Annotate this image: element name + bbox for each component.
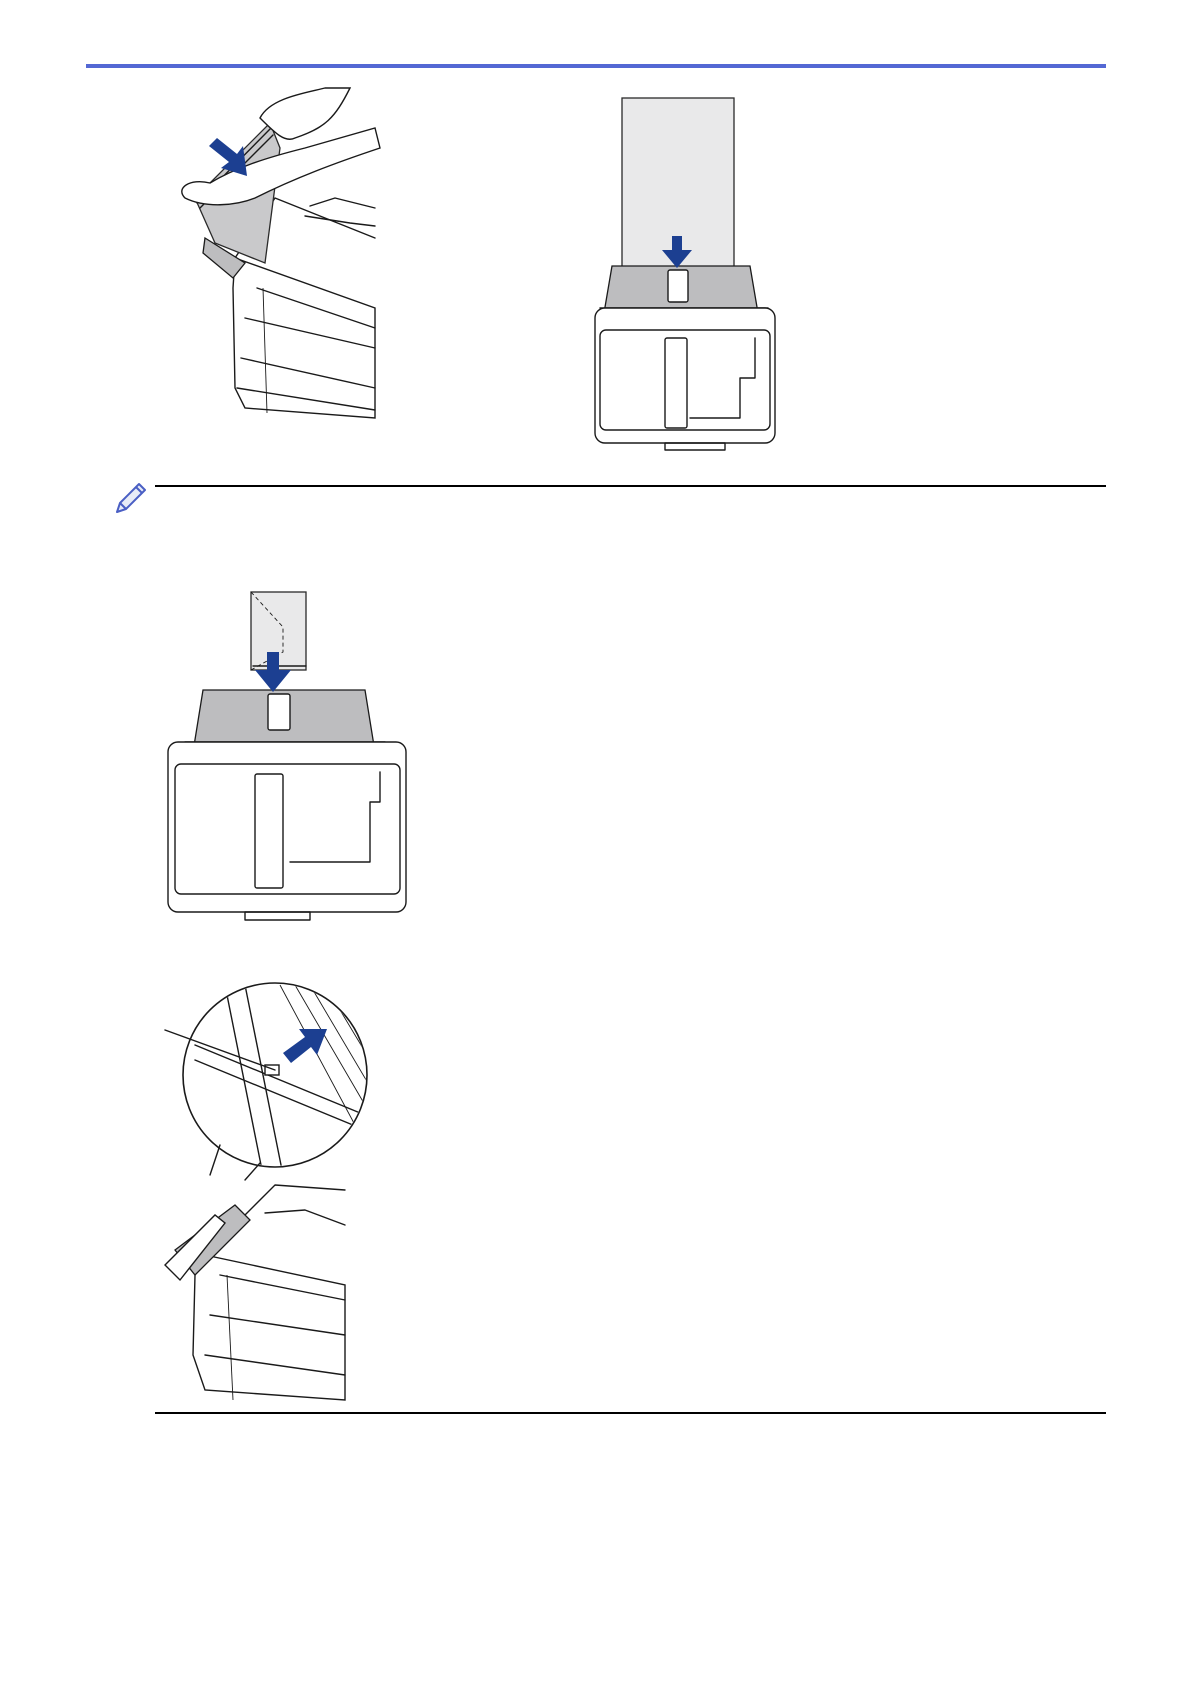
illustration-load-envelope-front bbox=[165, 592, 410, 922]
header-accent-bar bbox=[86, 64, 1106, 68]
pencil-note-icon bbox=[111, 478, 151, 518]
illustration-paper-guide-zoom bbox=[165, 985, 355, 1400]
note-divider bbox=[155, 485, 1106, 487]
illustration-load-paper-front bbox=[590, 98, 780, 453]
illustration-load-paper-side bbox=[175, 88, 385, 418]
section-divider bbox=[155, 1412, 1106, 1414]
